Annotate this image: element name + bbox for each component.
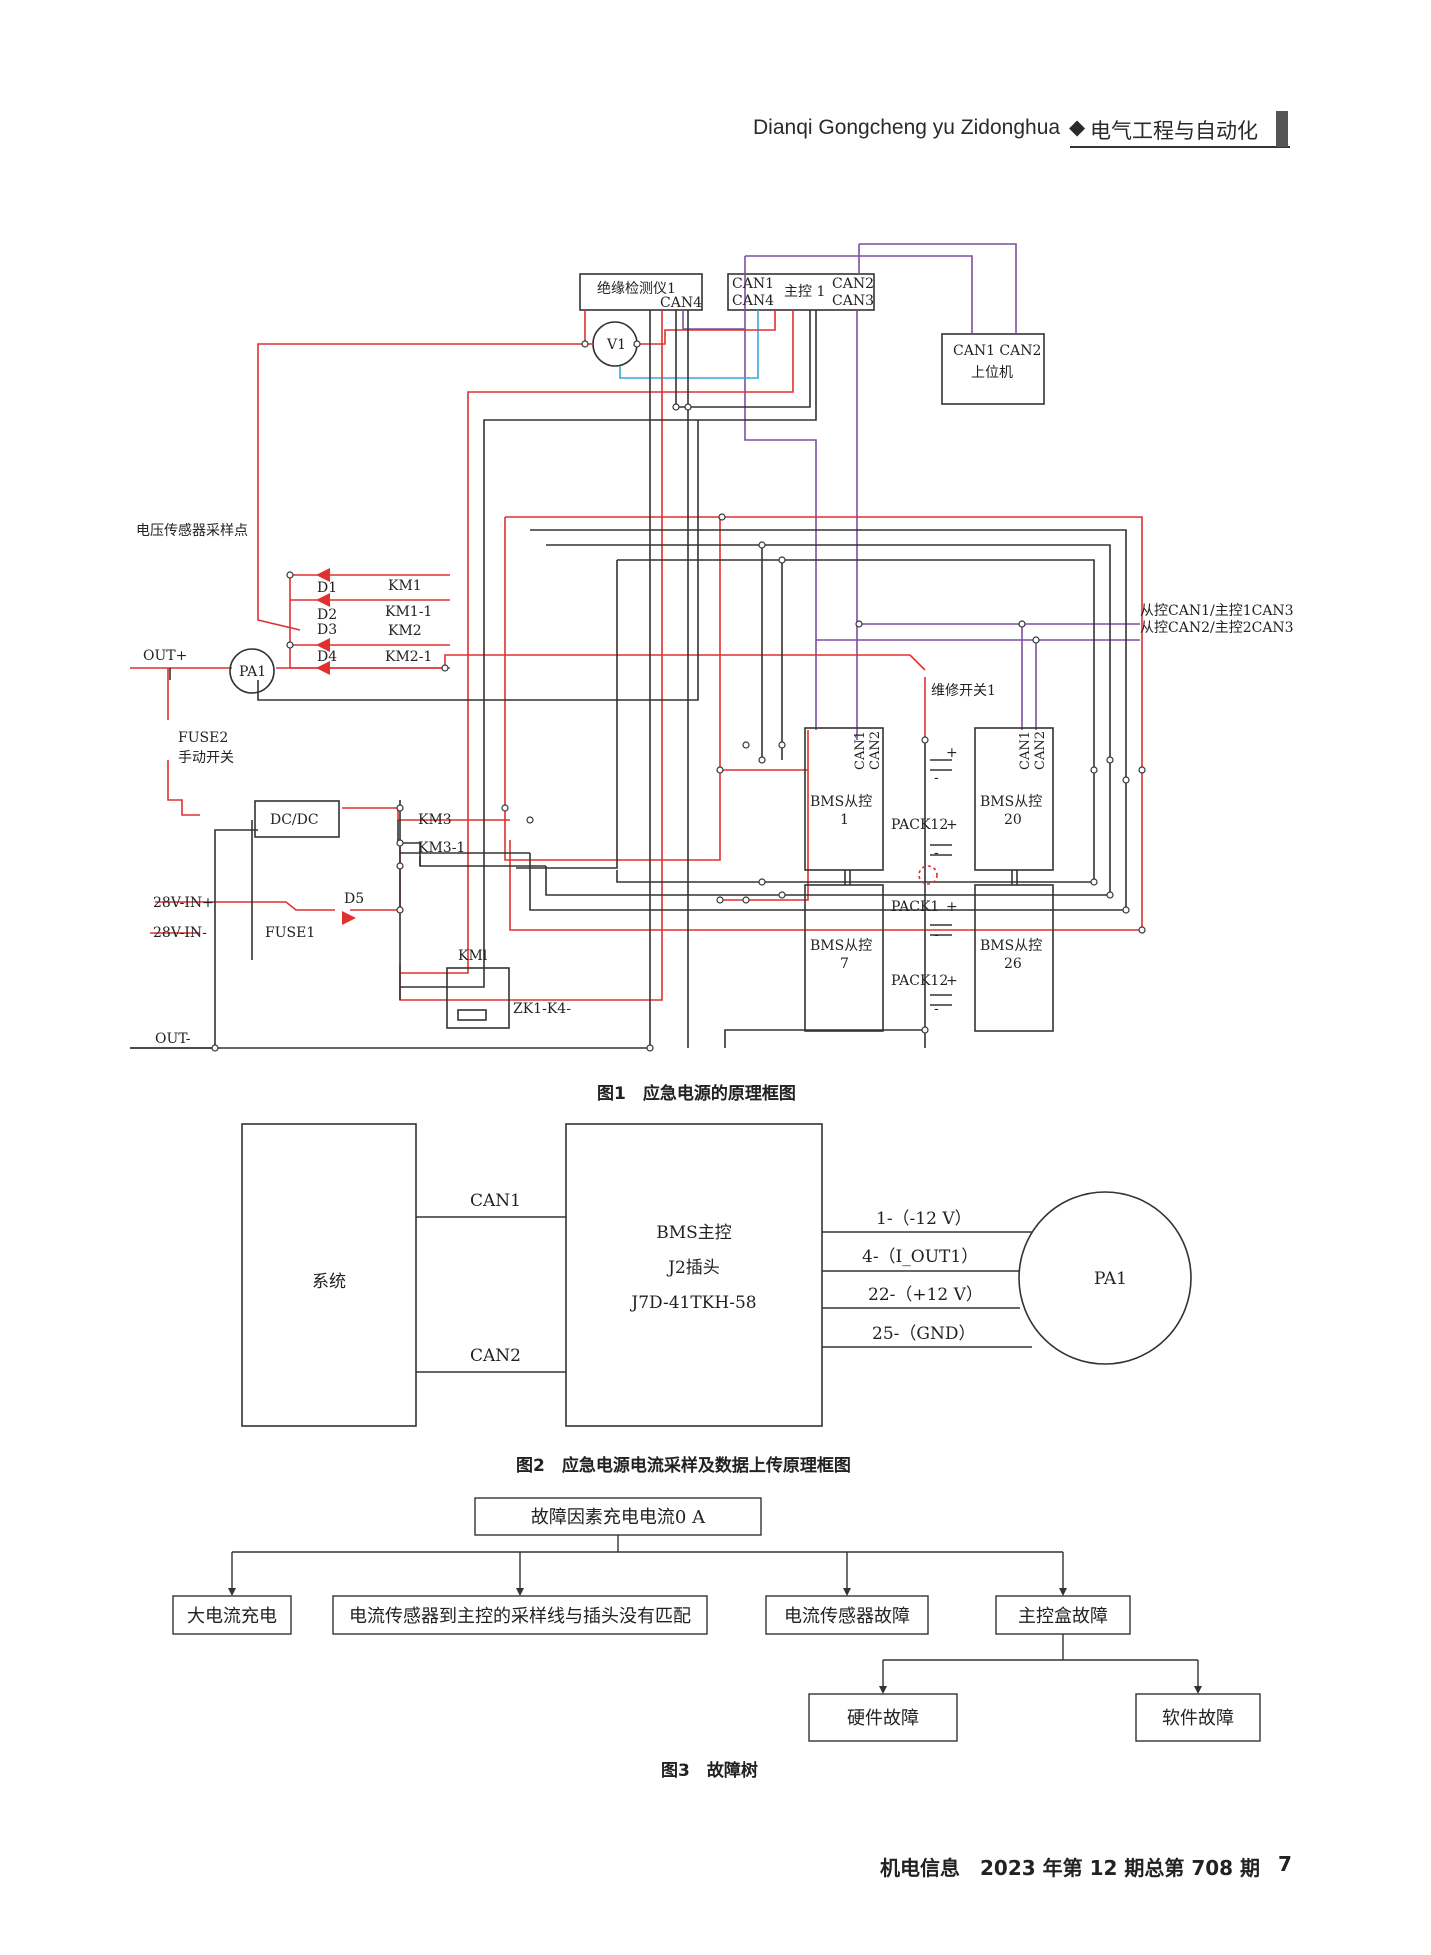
svg-text:+: +	[946, 817, 958, 833]
svg-text:KM3-1: KM3-1	[418, 840, 465, 856]
svg-text:CAN1 CAN2: CAN1 CAN2	[953, 343, 1041, 359]
svg-text:BMS从控: BMS从控	[980, 938, 1042, 954]
svg-text:26: 26	[1004, 956, 1022, 972]
fault-hardware: 硬件故障	[847, 1708, 919, 1729]
svg-text:20: 20	[1004, 812, 1022, 828]
fault-high-current: 大电流充电	[187, 1606, 277, 1627]
master-box	[727, 273, 875, 311]
svg-text:BMS从控: BMS从控	[810, 938, 872, 954]
svg-text:从控CAN1/主控1CAN3: 从控CAN1/主控1CAN3	[1140, 603, 1294, 619]
svg-text:-: -	[934, 845, 939, 861]
svg-text:KM1-1: KM1-1	[385, 604, 432, 620]
svg-text:CAN3: CAN3	[832, 293, 874, 309]
fig2-bms-line1: BMS主控	[656, 1223, 732, 1243]
svg-text:PA1: PA1	[239, 664, 266, 680]
svg-text:从控CAN2/主控2CAN3: 从控CAN2/主控2CAN3	[1140, 620, 1294, 636]
svg-text:手动开关: 手动开关	[178, 750, 234, 766]
figure3-caption: 图3 故障树	[661, 1761, 758, 1781]
fig2-can1: CAN1	[470, 1191, 521, 1211]
fault-sensor: 电流传感器故障	[784, 1606, 910, 1627]
svg-text:-: -	[934, 770, 939, 786]
svg-text:PACK1: PACK1	[891, 899, 939, 915]
figure3-fault-tree: 故障因素充电电流0 A 大电流充电 电流传感器到主控的采样线与插头没有匹配 电流…	[172, 1497, 1261, 1742]
svg-text:CAN2: CAN2	[832, 276, 874, 292]
svg-text:D4: D4	[317, 649, 337, 665]
insulation-box	[579, 273, 703, 311]
svg-text:CAN1: CAN1	[732, 276, 774, 292]
svg-text:CAN1: CAN1	[1018, 731, 1033, 770]
svg-text:CAN2: CAN2	[868, 731, 883, 770]
figure1-schematic: 绝缘检测仪1 CAN4 CAN1 CAN4 主控 1 CAN2 CAN3 CAN…	[130, 243, 1294, 1052]
svg-text:+: +	[946, 745, 958, 761]
fig2-bms-line3: J7D-41TKH-58	[629, 1293, 756, 1313]
svg-text:FUSE2: FUSE2	[178, 730, 228, 746]
svg-text:DC/DC: DC/DC	[270, 812, 319, 828]
svg-text:D1: D1	[317, 580, 337, 596]
svg-text:KM1: KM1	[388, 578, 422, 594]
svg-text:+: +	[946, 899, 958, 915]
svg-text:KMl: KMl	[458, 948, 488, 964]
fig2-system: 系统	[312, 1272, 346, 1292]
svg-text:绝缘检测仪1: 绝缘检测仪1	[597, 281, 676, 297]
svg-text:CAN2: CAN2	[1033, 731, 1048, 770]
svg-text:主控 1: 主控 1	[784, 284, 825, 300]
fig2-pa1: PA1	[1094, 1269, 1127, 1289]
fig2-bms-line2: J2插头	[666, 1258, 720, 1278]
header-bar	[1276, 111, 1288, 147]
fig2-pin-4: 4-（I_OUT1）	[862, 1247, 978, 1267]
svg-text:PACK12: PACK12	[891, 973, 948, 989]
fig2-pin-25: 25-（GND）	[872, 1324, 975, 1344]
svg-text:上位机: 上位机	[971, 365, 1013, 381]
svg-text:PACK12: PACK12	[891, 817, 948, 833]
svg-text:28V-IN-: 28V-IN-	[153, 925, 207, 941]
svg-text:KM2-1: KM2-1	[385, 649, 432, 665]
svg-text:CAN4: CAN4	[660, 295, 702, 311]
svg-text:CAN4: CAN4	[732, 293, 774, 309]
svg-text:D5: D5	[344, 891, 364, 907]
svg-text:电压传感器采样点: 电压传感器采样点	[136, 522, 248, 539]
svg-text:1: 1	[840, 812, 849, 828]
journal-chinese-title: 电气工程与自动化	[1090, 119, 1258, 143]
svg-text:CAN1: CAN1	[853, 731, 868, 770]
svg-text:-: -	[934, 1001, 939, 1017]
svg-text:FUSE1: FUSE1	[265, 925, 315, 941]
svg-text:BMS从控: BMS从控	[810, 794, 872, 810]
svg-text:+: +	[946, 973, 958, 989]
figure2-diagram: 系统 CAN1 CAN2 BMS主控 J2插头 J7D-41TKH-58 PA1…	[241, 1123, 1192, 1427]
svg-text:OUT+: OUT+	[143, 648, 187, 664]
host-box	[941, 333, 1045, 405]
fig2-can2: CAN2	[470, 1346, 521, 1366]
fault-root: 故障因素充电电流0 A	[531, 1507, 706, 1528]
fig2-pin-22: 22-（+12 V）	[868, 1285, 983, 1305]
figure1-caption: 图1 应急电源的原理框图	[597, 1084, 796, 1104]
svg-text:28V-IN+: 28V-IN+	[153, 895, 214, 911]
fault-master-box: 主控盒故障	[1018, 1606, 1108, 1627]
svg-text:KM3: KM3	[418, 812, 452, 828]
svg-text:ZK1-K4-: ZK1-K4-	[513, 1001, 571, 1017]
header-rule	[1070, 146, 1290, 148]
svg-text:-: -	[934, 927, 939, 943]
journal-pinyin: Dianqi Gongcheng yu Zidonghua	[753, 116, 1061, 139]
figure2-caption: 图2 应急电源电流采样及数据上传原理框图	[516, 1456, 851, 1476]
svg-text:D3: D3	[317, 622, 337, 638]
fault-software: 软件故障	[1162, 1708, 1234, 1729]
footer-issue: 机电信息 2023 年第 12 期总第 708 期	[880, 1856, 1261, 1880]
svg-text:KM2: KM2	[388, 623, 422, 639]
svg-text:OUT-: OUT-	[155, 1031, 191, 1047]
fig2-pin-1: 1-（-12 V）	[876, 1209, 972, 1229]
svg-text:维修开关1: 维修开关1	[931, 683, 996, 699]
svg-text:7: 7	[840, 956, 849, 972]
fault-sampling-mismatch: 电流传感器到主控的采样线与插头没有匹配	[349, 1606, 691, 1627]
svg-text:V1: V1	[606, 337, 626, 353]
svg-text:D2: D2	[317, 607, 337, 623]
svg-text:BMS从控: BMS从控	[980, 794, 1042, 810]
header-diamond: ◆	[1069, 115, 1086, 139]
footer-page-number: 7	[1278, 1852, 1292, 1876]
